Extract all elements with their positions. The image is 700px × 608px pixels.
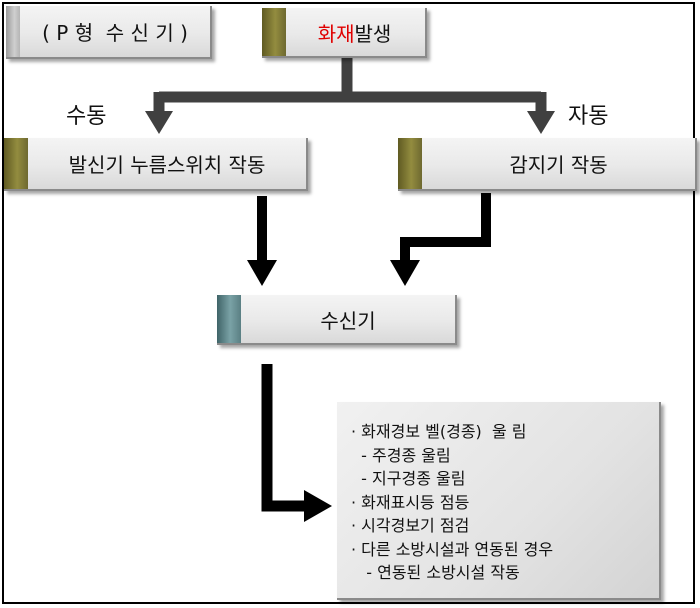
type-label-box: ( P 형 수 신 기 ) xyxy=(6,6,212,59)
receiver-label: 수신기 xyxy=(320,308,376,333)
list-item: · 화재표시등 점등 xyxy=(351,492,470,512)
box-tab xyxy=(6,6,20,57)
list-item: - 연동된 소방시설 작동 xyxy=(351,563,520,582)
type-label: ( P 형 수 신 기 ) xyxy=(42,21,188,45)
connector-receiver-list xyxy=(261,364,306,512)
box-tab xyxy=(262,8,286,56)
connector-fire-split xyxy=(159,58,541,103)
receiver-box: 수신기 xyxy=(217,295,457,345)
outcome-list: · 화재경보 벨(경종) 울 림 - 주경종 울림 - 지구경종 울림 · 화재… xyxy=(337,402,661,600)
arrowhead-list xyxy=(304,490,332,522)
fire-box: 화재발생 xyxy=(262,8,427,58)
fire-label-highlight: 화재 xyxy=(317,21,355,46)
arrowhead-manual xyxy=(145,111,173,134)
list-item: · 시각경보기 점검 xyxy=(351,516,470,535)
box-tab xyxy=(4,138,28,189)
list-item: - 지구경종 울림 xyxy=(351,469,466,488)
manual-label: 수동 xyxy=(66,104,107,129)
box-tab xyxy=(398,138,422,189)
auto-box-label: 감지기 작동 xyxy=(509,153,608,177)
auto-box: 감지기 작동 xyxy=(398,138,697,191)
list-item: · 화재경보 벨(경종) 울 림 xyxy=(351,422,527,441)
box-tab xyxy=(217,295,241,343)
arrowhead-auto xyxy=(527,111,555,134)
arrowhead-auto-receiver xyxy=(390,260,420,286)
arrowhead-manual-receiver xyxy=(247,260,277,286)
list-item: - 주경종 울림 xyxy=(351,445,451,465)
manual-box-label: 발신기 누름스위치 작동 xyxy=(68,153,266,177)
fire-label: 화재발생 xyxy=(318,18,392,47)
auto-label: 자동 xyxy=(568,104,609,129)
manual-box: 발신기 누름스위치 작동 xyxy=(4,138,308,191)
connector-auto-receiver xyxy=(400,193,491,262)
fire-label-rest: 발생 xyxy=(354,21,392,46)
list-item: · 다른 소방시설과 연동된 경우 xyxy=(351,539,554,559)
